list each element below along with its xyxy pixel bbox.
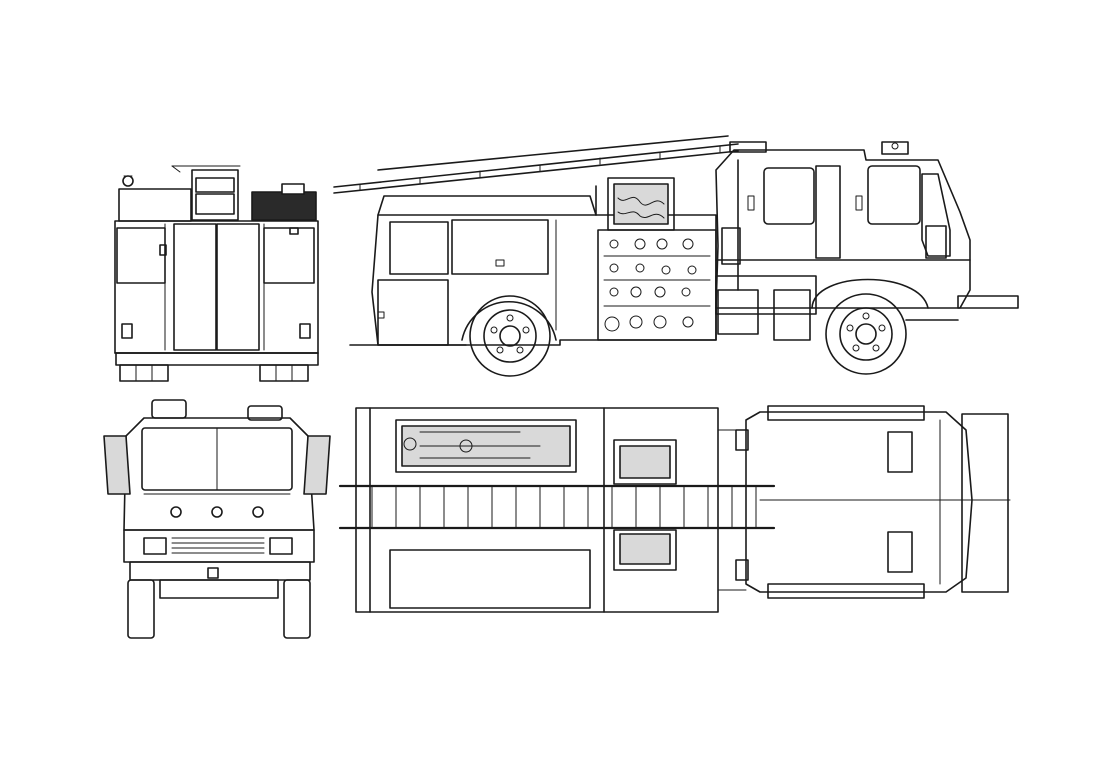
side-view <box>333 135 1019 377</box>
top-view <box>338 405 1011 613</box>
rear-view <box>114 165 319 382</box>
front-view <box>103 399 331 639</box>
